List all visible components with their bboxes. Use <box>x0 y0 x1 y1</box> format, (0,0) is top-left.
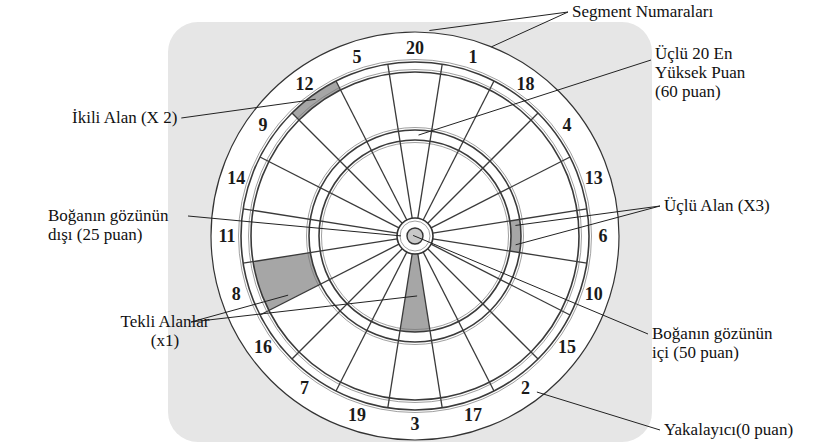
callout-label: Yakalayıcı(0 puan) <box>664 420 793 439</box>
segment-wire <box>431 244 570 315</box>
callout-label: Üçlü Alan (X3) <box>664 196 770 215</box>
segment-number: 11 <box>218 227 235 245</box>
segment-number: 3 <box>411 415 420 433</box>
segment-number: 9 <box>258 116 267 134</box>
callout-label: Üçlü 20 En Yüksek Puan (60 puan) <box>655 44 767 101</box>
segment-number: 18 <box>517 75 535 93</box>
segment-number: 7 <box>300 379 309 397</box>
segment-wire <box>433 239 587 263</box>
segment-wire <box>388 64 412 218</box>
callout-label: İkili Alan (X 2) <box>72 108 177 127</box>
segment-wire <box>260 157 399 228</box>
segment-number: 15 <box>558 338 576 356</box>
segment-number: 1 <box>469 48 478 66</box>
callout-label: Tekli Alanlar (x1) <box>120 312 210 350</box>
segment-wire <box>292 113 402 223</box>
segment-number: 17 <box>464 406 482 424</box>
segment-wire <box>418 64 442 218</box>
segment-number: 14 <box>227 169 245 187</box>
segment-wire <box>428 249 538 359</box>
segment-wire <box>418 254 442 408</box>
segment-wire <box>388 254 412 408</box>
segment-number: 5 <box>352 48 361 66</box>
segment-wire <box>428 113 538 223</box>
segment-number: 19 <box>348 406 366 424</box>
segment-number: 20 <box>406 39 424 57</box>
segment-wire <box>243 239 397 263</box>
segment-number: 13 <box>585 169 603 187</box>
segment-number: 8 <box>232 285 241 303</box>
segment-number: 10 <box>585 285 603 303</box>
segment-wire <box>260 244 399 315</box>
callout-label: Boğanın gözünün içi (50 puan) <box>652 324 788 362</box>
segment-wire <box>423 81 494 220</box>
leader-line <box>515 206 660 225</box>
leader-line <box>191 296 417 322</box>
segment-number: 12 <box>295 75 313 93</box>
segment-number: 6 <box>599 227 608 245</box>
leader-line <box>491 12 568 47</box>
segment-wire <box>243 209 397 233</box>
leader-line <box>419 60 651 135</box>
segment-wire <box>336 252 407 391</box>
board-backing <box>168 22 652 442</box>
leader-line <box>181 99 315 118</box>
segment-number: 16 <box>254 338 272 356</box>
callout-label: Segment Numaraları <box>572 2 713 21</box>
segment-number: 4 <box>563 116 572 134</box>
leader-line <box>516 206 660 245</box>
segment-wire <box>433 209 587 233</box>
shaded-area <box>400 254 430 332</box>
leader-line <box>413 235 648 334</box>
segment-number: 2 <box>521 379 530 397</box>
callout-label: Boğanın gözünün dışı (25 puan) <box>48 206 184 244</box>
segment-wire <box>431 157 570 228</box>
segment-wire <box>423 252 494 391</box>
segment-wire <box>336 81 407 220</box>
leader-line <box>537 392 660 430</box>
